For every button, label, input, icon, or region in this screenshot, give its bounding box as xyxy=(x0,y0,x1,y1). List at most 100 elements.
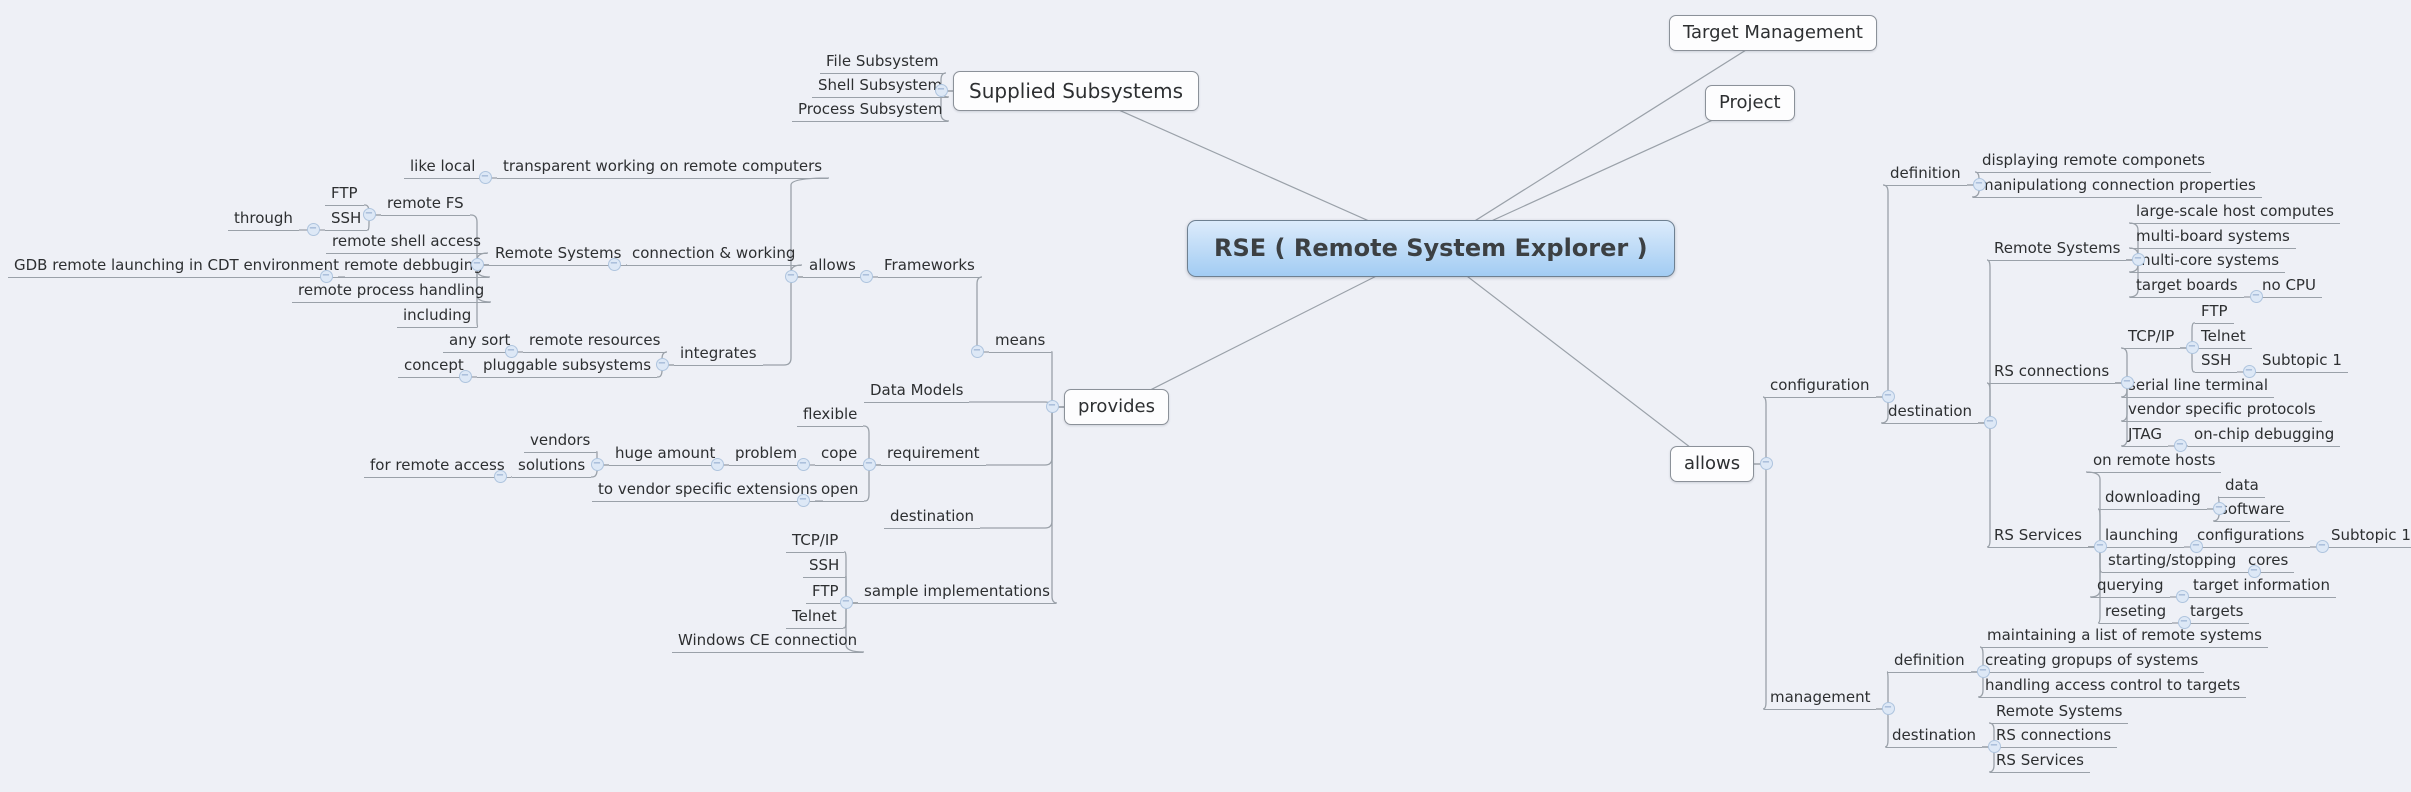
topic-remote-systems[interactable]: Remote Systems xyxy=(489,244,628,266)
topic-remote-process[interactable]: remote process handling xyxy=(292,281,491,303)
collapse-icon[interactable] xyxy=(478,171,492,184)
topic-subtopic1b[interactable]: Subtopic 1 xyxy=(2325,526,2411,548)
topic-telnet-r[interactable]: Telnet xyxy=(2195,327,2252,349)
topic-including[interactable]: including xyxy=(397,306,478,328)
topic-open[interactable]: open xyxy=(815,480,865,502)
topic-reseting[interactable]: reseting xyxy=(2099,602,2173,624)
collapse-icon[interactable] xyxy=(2120,376,2134,389)
topic-supplied[interactable]: Supplied Subsystems xyxy=(953,71,1200,111)
collapse-icon[interactable] xyxy=(2173,439,2187,452)
topic-displaying[interactable]: displaying remote componets xyxy=(1976,151,2212,173)
topic-provides[interactable]: provides xyxy=(1064,389,1169,425)
collapse-icon[interactable] xyxy=(796,458,810,471)
topic-querying[interactable]: querying xyxy=(2091,576,2170,598)
topic-target-boards[interactable]: target boards xyxy=(2130,276,2244,298)
collapse-icon[interactable] xyxy=(796,494,810,507)
topic-rs-services[interactable]: RS Services xyxy=(1988,526,2088,548)
topic-configuration[interactable]: configuration xyxy=(1764,376,1876,398)
collapse-icon[interactable] xyxy=(504,345,518,358)
topic-onchip[interactable]: on-chip debugging xyxy=(2188,425,2341,447)
collapse-icon[interactable] xyxy=(470,258,484,271)
collapse-icon[interactable] xyxy=(362,208,376,221)
topic-management[interactable]: management xyxy=(1764,688,1877,710)
topic-remote-systems-m[interactable]: Remote Systems xyxy=(1990,702,2129,724)
collapse-icon[interactable] xyxy=(1987,740,2001,753)
topic-flexible[interactable]: flexible xyxy=(797,405,864,427)
topic-mgmt-definition[interactable]: definition xyxy=(1888,651,1971,673)
collapse-icon[interactable] xyxy=(2177,616,2191,629)
topic-requirement[interactable]: requirement xyxy=(881,444,986,466)
topic-file-sub[interactable]: File Subsystem xyxy=(820,52,945,74)
topic-ftp-l[interactable]: FTP xyxy=(325,184,364,206)
collapse-icon[interactable] xyxy=(2189,540,2203,553)
collapse-icon[interactable] xyxy=(710,458,724,471)
topic-cope[interactable]: cope xyxy=(815,444,864,466)
topic-cfg-destination[interactable]: destination xyxy=(1882,402,1979,424)
topic-manipulating[interactable]: manipulationg connection properties xyxy=(1973,176,2262,198)
topic-allows-r[interactable]: allows xyxy=(1670,446,1755,482)
collapse-icon[interactable] xyxy=(2249,290,2263,303)
collapse-icon[interactable] xyxy=(1983,416,1997,429)
topic-ssh-l[interactable]: SSH xyxy=(325,209,368,231)
topic-downloading[interactable]: downloading xyxy=(2099,488,2207,510)
collapse-icon[interactable] xyxy=(862,458,876,471)
collapse-icon[interactable] xyxy=(1759,457,1773,470)
topic-pluggable[interactable]: pluggable subsystems xyxy=(477,356,658,378)
collapse-icon[interactable] xyxy=(784,270,798,283)
collapse-icon[interactable] xyxy=(2093,540,2107,553)
topic-on-remote-hosts[interactable]: on remote hosts xyxy=(2087,451,2222,473)
topic-vendors[interactable]: vendors xyxy=(524,431,597,453)
topic-creating[interactable]: creating gropups of systems xyxy=(1979,651,2205,673)
collapse-icon[interactable] xyxy=(590,458,604,471)
topic-rs-connections[interactable]: RS connections xyxy=(1988,362,2116,384)
topic-serial-line[interactable]: serial line terminal xyxy=(2122,376,2275,398)
topic-shell-sub[interactable]: Shell Subsystem xyxy=(812,76,949,98)
topic-tcpip-l[interactable]: TCP/IP xyxy=(786,531,845,553)
topic-remote-shell[interactable]: remote shell access xyxy=(326,232,487,254)
topic-destination-l[interactable]: destination xyxy=(884,507,981,529)
collapse-icon[interactable] xyxy=(970,345,984,358)
topic-integrates[interactable]: integrates xyxy=(674,344,763,366)
topic-for-remote-access[interactable]: for remote access xyxy=(364,456,511,478)
topic-gdb[interactable]: GDB remote launching in CDT environment xyxy=(8,256,345,278)
collapse-icon[interactable] xyxy=(2315,540,2329,553)
topic-process-sub[interactable]: Process Subsystem xyxy=(792,100,949,122)
topic-remote-fs[interactable]: remote FS xyxy=(381,194,470,216)
topic-wince[interactable]: Windows CE connection xyxy=(672,631,864,653)
topic-vendor-proto[interactable]: vendor specific protocols xyxy=(2122,400,2322,422)
collapse-icon[interactable] xyxy=(2242,365,2256,378)
collapse-icon[interactable] xyxy=(1972,178,1986,191)
topic-center[interactable]: RSE ( Remote System Explorer ) xyxy=(1187,220,1675,277)
collapse-icon[interactable] xyxy=(2247,565,2261,578)
topic-transparent[interactable]: transparent working on remote computers xyxy=(497,157,829,179)
collapse-icon[interactable] xyxy=(607,258,621,271)
collapse-icon[interactable] xyxy=(2212,502,2226,515)
topic-allows-l[interactable]: allows xyxy=(803,256,862,278)
collapse-icon[interactable] xyxy=(934,84,948,97)
collapse-icon[interactable] xyxy=(458,370,472,383)
topic-rs-services-m[interactable]: RS Services xyxy=(1990,751,2090,773)
collapse-icon[interactable] xyxy=(1881,702,1895,715)
topic-rs-connections-m[interactable]: RS connections xyxy=(1990,726,2118,748)
topic-to-vendor[interactable]: to vendor specific extensions xyxy=(592,480,824,502)
collapse-icon[interactable] xyxy=(1976,665,1990,678)
collapse-icon[interactable] xyxy=(839,596,853,609)
topic-maintaining[interactable]: maintaining a list of remote systems xyxy=(1981,626,2268,648)
topic-remote-systems-r[interactable]: Remote Systems xyxy=(1988,239,2127,261)
topic-remote-resources[interactable]: remote resources xyxy=(523,331,667,353)
topic-data[interactable]: data xyxy=(2219,476,2265,498)
topic-huge-amount[interactable]: huge amount xyxy=(609,444,722,466)
collapse-icon[interactable] xyxy=(859,270,873,283)
topic-ssh-r[interactable]: SSH xyxy=(2195,351,2238,373)
topic-subtopic1a[interactable]: Subtopic 1 xyxy=(2256,351,2348,373)
topic-starting-stopping[interactable]: starting/stopping xyxy=(2102,551,2243,573)
topic-any-sort[interactable]: any sort xyxy=(443,331,517,353)
topic-project[interactable]: Project xyxy=(1705,85,1795,121)
collapse-icon[interactable] xyxy=(493,470,507,483)
topic-large-scale[interactable]: large-scale host computes xyxy=(2130,202,2340,224)
topic-ftp2-l[interactable]: FTP xyxy=(806,582,845,604)
topic-ftp-r[interactable]: FTP xyxy=(2195,302,2234,324)
topic-multi-core[interactable]: multi-core systems xyxy=(2130,251,2286,273)
topic-problem[interactable]: problem xyxy=(729,444,804,466)
